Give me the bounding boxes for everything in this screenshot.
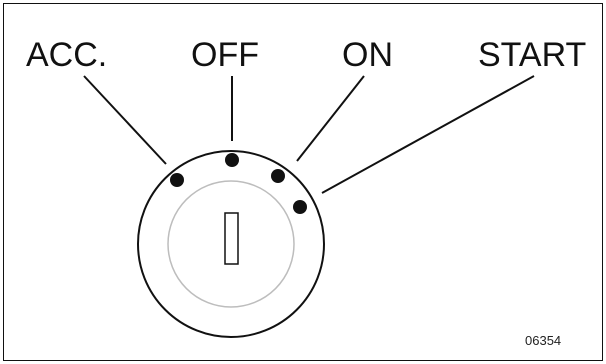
on-leader-line [296,75,365,162]
figure-code: 06354 [525,333,561,348]
start-leader-line [321,75,535,194]
start-position-dot [293,200,307,214]
acc-label: ACC. [26,36,107,74]
off-position-dot [225,153,239,167]
acc-position-dot [170,173,184,187]
off-label: OFF [191,36,259,74]
diagram-frame [3,3,603,361]
acc-leader-line [83,75,167,165]
on-label: ON [342,36,393,74]
start-label: START [478,36,586,74]
key-slot[interactable] [224,212,239,265]
ignition-switch-inner-ring [167,180,295,308]
on-position-dot [271,169,285,183]
